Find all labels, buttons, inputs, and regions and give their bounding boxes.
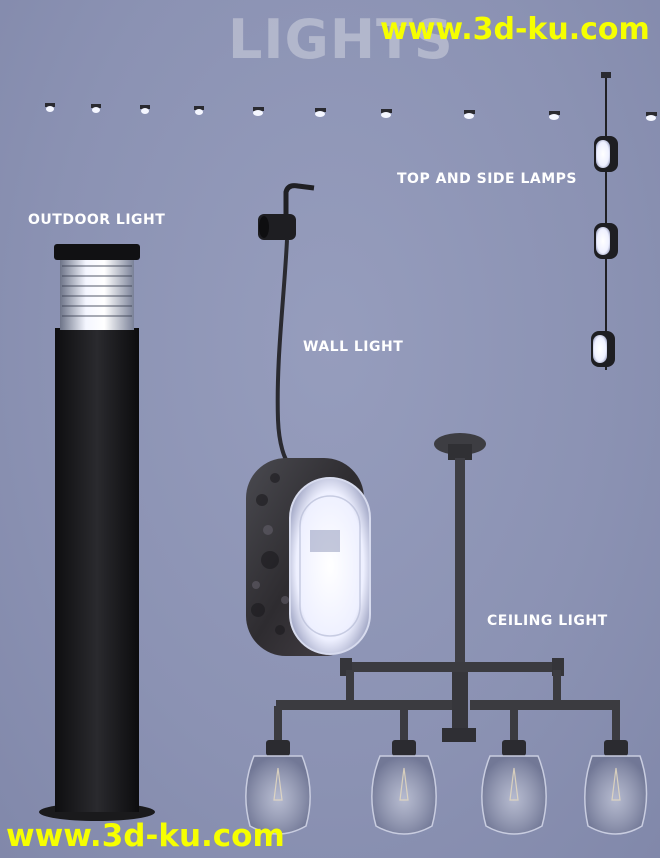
label-outdoor-light: OUTDOOR LIGHT bbox=[28, 212, 166, 228]
watermark-bottom: www.3d-ku.com bbox=[6, 818, 285, 854]
label-wall-light: WALL LIGHT bbox=[303, 339, 404, 355]
outdoor-bollard-light bbox=[39, 244, 155, 821]
label-top-and-side-lamps: TOP AND SIDE LAMPS bbox=[397, 171, 578, 187]
spot-lamp-row bbox=[45, 103, 657, 121]
label-ceiling-light: CEILING LIGHT bbox=[487, 613, 608, 629]
ceiling-light bbox=[245, 433, 648, 835]
top-and-side-lamps bbox=[591, 72, 618, 370]
page-title: LIGHTS bbox=[228, 8, 454, 71]
wall-light bbox=[246, 183, 371, 656]
watermark-top: www.3d-ku.com bbox=[380, 12, 650, 47]
